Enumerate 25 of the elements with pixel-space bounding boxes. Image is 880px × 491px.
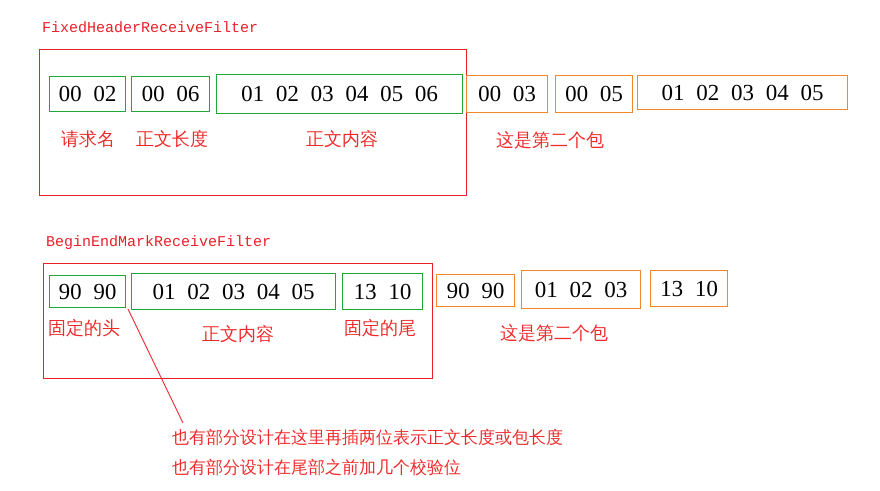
byte-box: 01 02 03 bbox=[521, 270, 641, 309]
byte-box: 13 10 bbox=[342, 273, 423, 310]
field-caption: 请求名 bbox=[61, 128, 115, 151]
field-caption: 正文内容 bbox=[306, 128, 378, 151]
byte-box: 90 90 bbox=[49, 275, 126, 308]
byte-box: 01 02 03 04 05 bbox=[131, 273, 336, 310]
filter-heading: FixedHeaderReceiveFilter bbox=[42, 20, 258, 37]
byte-box: 01 02 03 04 05 bbox=[637, 75, 848, 110]
byte-box: 01 02 03 04 05 06 bbox=[216, 74, 463, 114]
byte-box: 13 10 bbox=[650, 270, 728, 307]
byte-box: 00 05 bbox=[555, 75, 633, 113]
byte-box: 90 90 bbox=[436, 274, 515, 307]
field-caption: 固定的尾 bbox=[344, 317, 416, 340]
field-caption: 正文内容 bbox=[202, 323, 274, 346]
byte-box: 00 03 bbox=[466, 75, 548, 113]
field-caption: 固定的头 bbox=[48, 317, 120, 340]
filter-heading: BeginEndMarkReceiveFilter bbox=[46, 234, 272, 251]
note-text: 也有部分设计在这里再插两位表示正文长度或包长度 bbox=[172, 427, 564, 450]
byte-box: 00 02 bbox=[49, 76, 126, 112]
byte-box: 00 06 bbox=[131, 76, 210, 112]
note-text: 也有部分设计在尾部之前加几个校验位 bbox=[172, 457, 462, 480]
packet-caption: 这是第二个包 bbox=[496, 129, 604, 152]
packet-caption: 这是第二个包 bbox=[500, 322, 608, 345]
field-caption: 正文长度 bbox=[136, 128, 208, 151]
leader-line bbox=[128, 308, 184, 424]
